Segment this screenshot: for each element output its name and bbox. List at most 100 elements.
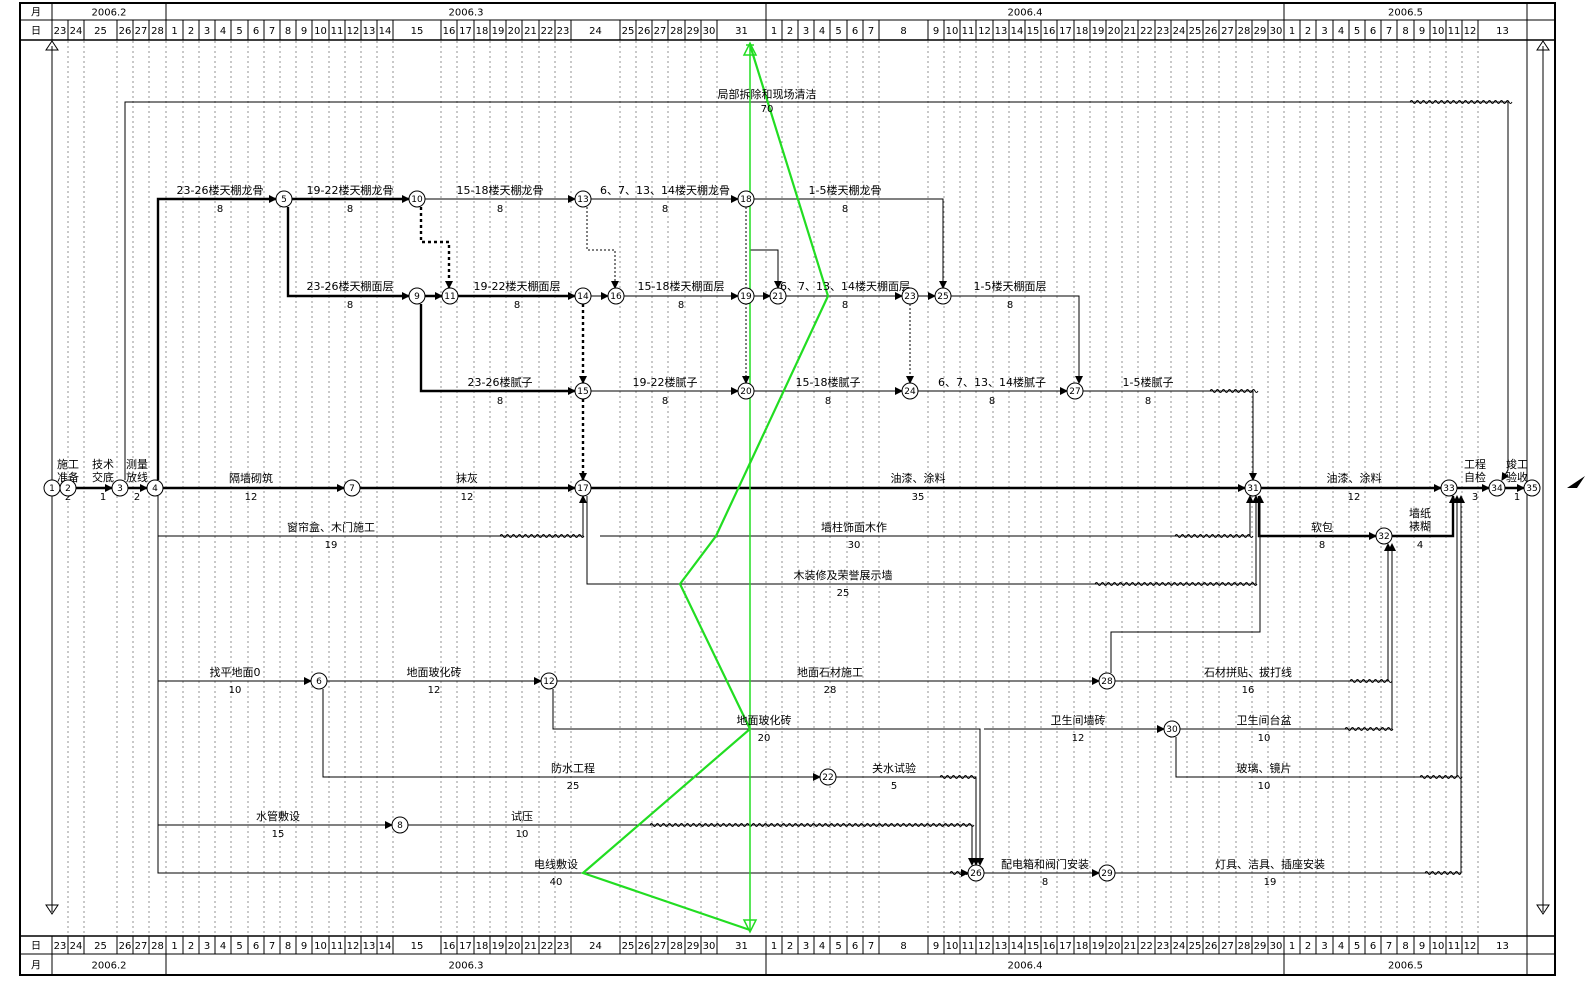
day-label-top: 23 <box>54 26 67 37</box>
wave-27-31 <box>1209 389 1259 393</box>
wave-17-31b <box>1174 534 1254 538</box>
edge-4-26 <box>157 825 969 877</box>
edge-5-9 <box>286 207 410 300</box>
day-label-bottom: 20 <box>508 941 521 952</box>
day-label-bottom: 14 <box>379 941 392 952</box>
activity-duration-a7: 8 <box>497 204 503 215</box>
edge-18-25 <box>754 198 947 289</box>
activity-duration-a29: 4 <box>1417 540 1423 551</box>
activity-duration-a9: 8 <box>842 204 848 215</box>
event-node-label-26: 26 <box>970 869 982 879</box>
event-node-label-23: 23 <box>904 292 915 302</box>
progress-top-marker <box>742 41 758 56</box>
activity-label-a17: 15-18楼腻子 <box>796 375 861 389</box>
day-label-bottom: 20 <box>1108 941 1121 952</box>
activity-duration-a19: 8 <box>1145 396 1151 407</box>
day-label-bottom: 17 <box>459 941 472 952</box>
day-row-label: 日 <box>31 26 41 37</box>
day-label-bottom: 12 <box>978 941 991 952</box>
event-node-label-8: 8 <box>397 821 403 831</box>
day-label-top: 5 <box>236 26 242 37</box>
event-node-5 <box>275 190 293 208</box>
day-label-top: 6 <box>852 26 858 37</box>
activity-label-a38: 防水工程 <box>551 761 595 775</box>
day-label-top: 19 <box>492 26 505 37</box>
day-label-bottom: 13 <box>363 941 376 952</box>
day-label-top: 24 <box>70 26 83 37</box>
activity-duration-a5: 8 <box>217 204 223 215</box>
day-label-bottom: 17 <box>1059 941 1072 952</box>
event-node-label-21: 21 <box>772 292 783 302</box>
activity-duration-a4: 70 <box>761 104 774 115</box>
day-label-bottom: 12 <box>347 941 360 952</box>
event-node-label-14: 14 <box>577 292 589 302</box>
day-label-top: 25 <box>622 26 635 37</box>
activity-duration-a27: 30 <box>848 540 861 551</box>
event-node-label-10: 10 <box>411 195 423 205</box>
day-label-top: 18 <box>476 26 489 37</box>
day-label-top: 9 <box>933 26 939 37</box>
day-label-bottom: 1 <box>171 941 177 952</box>
day-label-bottom: 3 <box>1321 941 1327 952</box>
event-node-label-34: 34 <box>1491 484 1503 494</box>
activity-label-a36: 卫生间墙砖 <box>1051 713 1106 727</box>
day-label-top: 10 <box>1432 26 1445 37</box>
day-label-top: 30 <box>703 26 716 37</box>
month-label-bottom: 2006.2 <box>92 961 127 972</box>
day-label-top: 2 <box>188 26 194 37</box>
activity-label-a21: 抹灰 <box>456 471 478 485</box>
day-label-top: 12 <box>347 26 360 37</box>
edge-22-26 <box>836 776 980 866</box>
right-axis-bottom-arrow <box>1536 904 1550 915</box>
day-label-top: 13 <box>1496 26 1509 37</box>
activity-duration-a15: 8 <box>497 396 503 407</box>
activity-duration-a11: 8 <box>514 300 520 311</box>
day-label-top: 27 <box>135 26 148 37</box>
month-label-bottom: 2006.4 <box>1008 961 1043 972</box>
month-label-top: 2006.3 <box>449 8 484 19</box>
day-label-top: 1 <box>771 26 777 37</box>
day-label-bottom: 26 <box>119 941 132 952</box>
day-label-top: 16 <box>443 26 456 37</box>
event-node-label-2: 2 <box>65 484 71 494</box>
activity-label-a25: 验收 <box>1506 470 1528 484</box>
activity-label-a33: 地面石材施工 <box>797 665 863 679</box>
day-label-bottom: 15 <box>1027 941 1040 952</box>
activity-label-a1: 施工 <box>57 458 79 471</box>
day-label-bottom: 25 <box>1189 941 1202 952</box>
event-node-25 <box>934 287 952 305</box>
activity-duration-a8: 8 <box>662 204 668 215</box>
event-node-label-30: 30 <box>1166 725 1178 735</box>
day-label-top: 24 <box>1173 26 1186 37</box>
day-label-top: 7 <box>269 26 275 37</box>
month-row-label: 月 <box>31 7 41 19</box>
day-label-bottom: 29 <box>687 941 700 952</box>
activity-duration-a42: 10 <box>516 829 529 840</box>
activity-duration-a14: 8 <box>1007 300 1013 311</box>
day-label-top: 30 <box>1270 26 1283 37</box>
activity-label-a29: 墙纸 <box>1409 506 1431 520</box>
edge-31-32 <box>1257 496 1377 540</box>
event-node-33 <box>1440 479 1458 497</box>
event-node-label-19: 19 <box>740 292 752 302</box>
event-node-label-5: 5 <box>281 195 287 205</box>
left-axis-bottom-arrow <box>45 904 59 915</box>
activity-label-a30: 木装修及荣誉展示墙 <box>794 568 893 582</box>
activity-duration-a37: 10 <box>1258 733 1271 744</box>
day-label-top: 29 <box>687 26 700 37</box>
activity-label-a11: 19-22楼天棚面层 <box>474 279 561 293</box>
activity-label-a18: 6、7、13、14楼腻子 <box>938 375 1046 389</box>
activity-label-a27: 墙柱饰面木作 <box>821 520 887 534</box>
day-label-bottom: 28 <box>670 941 683 952</box>
activity-label-a29: 裱糊 <box>1409 519 1431 533</box>
day-label-bottom: 13 <box>1496 941 1509 952</box>
activity-label-a40: 玻璃、镜片 <box>1237 761 1292 775</box>
day-label-top: 17 <box>1059 26 1072 37</box>
month-row-label: 月 <box>31 960 41 972</box>
day-label-top: 21 <box>1124 26 1137 37</box>
activity-label-a3: 测量 <box>126 458 148 471</box>
event-node-label-22: 22 <box>822 773 833 783</box>
edge-8-26 <box>408 824 976 866</box>
event-node-label-27: 27 <box>1069 387 1080 397</box>
